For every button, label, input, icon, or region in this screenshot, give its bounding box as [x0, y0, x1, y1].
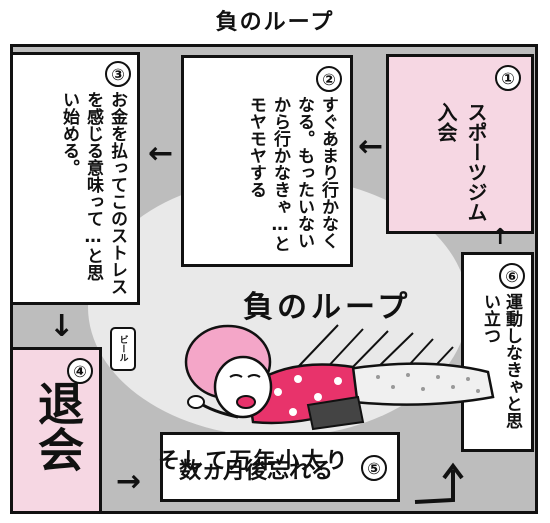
- step-2-box: ② すぐあまり行かなくなる。もったいないから行かなきゃ…とモヤモヤする: [181, 55, 353, 267]
- beer-can-label: ビール: [117, 335, 128, 362]
- step-3-box: ③ お金を払ってこのストレスを感じる意味って…と思い始める。: [13, 52, 140, 305]
- comic-panel: ① スポーツジム入会 ② すぐあまり行かなくなる。もったいないから行かなきゃ…と…: [10, 44, 538, 514]
- arrow-3-to-4: ↓: [49, 309, 75, 344]
- arrow-4-to-5: →: [116, 464, 142, 499]
- step-4-box: ④ 退会: [13, 347, 102, 511]
- step-5-text: 数ヵ月後忘れる: [179, 459, 334, 484]
- step-6-box: ⑥ 運動しなきゃと思い立つ: [461, 252, 534, 452]
- step-5-box: 数ヵ月後忘れる ⑤: [160, 432, 400, 502]
- step-4-text: 退会: [31, 380, 85, 472]
- arrow-2-to-3: ←: [148, 136, 174, 171]
- caption-text: そして万年小太り: [158, 449, 350, 474]
- comic-title: 負のループ: [215, 10, 335, 35]
- loop-label: 負のループ: [243, 290, 412, 325]
- step-6-text: 運動しなきゃと思い立つ: [480, 293, 522, 429]
- step-1-text: スポーツジム入会: [434, 102, 488, 222]
- step-4-number: ④: [67, 358, 93, 384]
- step-2-text: すぐあまり行かなくなる。もったいないから行かなきゃ…とモヤモヤする: [246, 96, 338, 252]
- step-2-number: ②: [316, 66, 342, 92]
- step-1-box: ① スポーツジム入会: [386, 54, 534, 234]
- bent-arrow-icon: [414, 462, 464, 504]
- step-5-number: ⑤: [361, 455, 387, 481]
- arrow-1-to-2: ←: [358, 129, 384, 164]
- step-3-text: お金を払ってこのストレスを感じる意味って…と思い始める。: [59, 91, 127, 295]
- lying-person-illustration: [184, 324, 495, 431]
- step-3-number: ③: [105, 61, 131, 87]
- step-1-number: ①: [495, 65, 521, 91]
- arrow-6-to-1: ↑: [491, 225, 510, 250]
- arrow-5-to-6: [413, 462, 473, 511]
- step-6-number: ⑥: [499, 263, 525, 289]
- beer-can: ビール: [110, 327, 136, 371]
